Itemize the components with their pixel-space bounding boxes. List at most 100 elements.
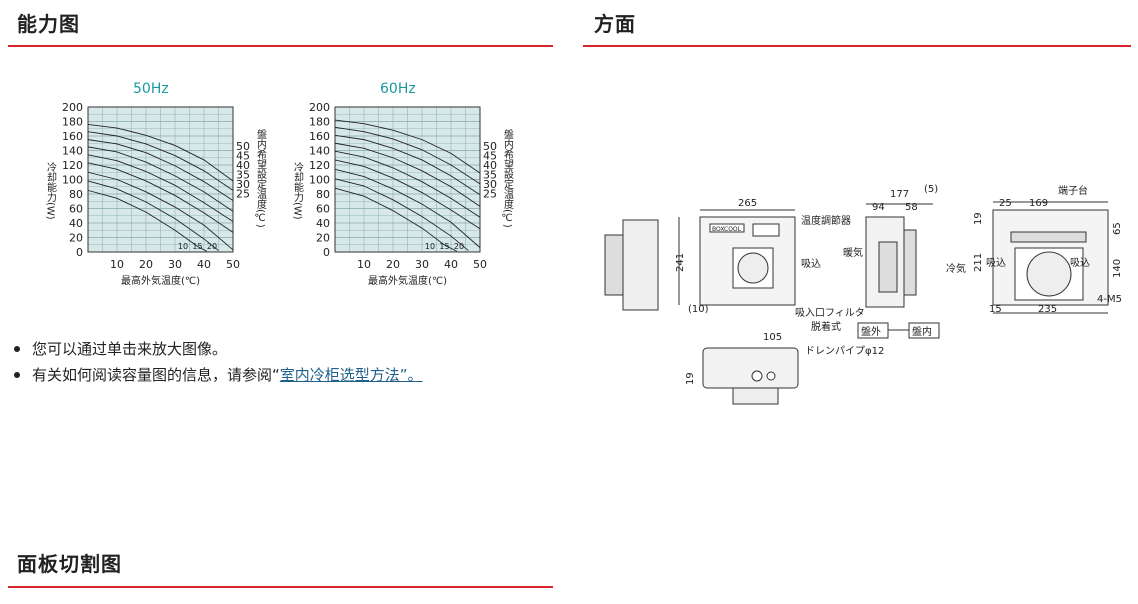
list-item: 您可以通过单击来放大图像。 bbox=[12, 336, 423, 362]
dim-58: 58 bbox=[905, 202, 918, 213]
y-tick-label: 80 bbox=[316, 188, 330, 201]
series-line-35 bbox=[87, 146, 234, 212]
dim-width-265: 265 bbox=[738, 198, 757, 209]
label-filter: 吸入口フィルタ bbox=[795, 307, 865, 319]
series-line-10 bbox=[334, 187, 458, 252]
right-axis-label: 盤内希望設定温度(℃) bbox=[254, 128, 266, 228]
series-line-40 bbox=[87, 139, 234, 201]
section-title-panel-cutout: 面板切割图 bbox=[17, 552, 122, 576]
label-intake: 吸込 bbox=[801, 258, 821, 270]
y-axis-label: 冷却能力(W) bbox=[292, 161, 304, 220]
series-line-10 bbox=[87, 189, 208, 252]
curve-label: 10 bbox=[178, 242, 188, 251]
right-tick-label: 50 bbox=[483, 140, 497, 153]
guide-prefix: 有关如何阅读容量图的信息，请参阅“ bbox=[32, 366, 280, 384]
y-tick-label: 180 bbox=[62, 116, 83, 129]
y-tick-label: 200 bbox=[309, 101, 330, 114]
label-cold-air: 冷気 bbox=[946, 262, 966, 275]
series-line-30 bbox=[334, 150, 481, 218]
dim-65: 65 bbox=[1112, 222, 1123, 235]
y-tick-label: 40 bbox=[69, 217, 83, 230]
y-tick-label: 120 bbox=[62, 159, 83, 172]
x-tick-label: 30 bbox=[415, 258, 429, 271]
curve-label: 15 bbox=[439, 242, 449, 251]
dim-140: 140 bbox=[1112, 259, 1123, 278]
drain-pipe bbox=[751, 370, 763, 382]
right-tick-label: 35 bbox=[483, 168, 497, 181]
y-tick-label: 20 bbox=[69, 232, 83, 245]
dim-19-bottom: 19 bbox=[685, 372, 696, 385]
section-divider bbox=[583, 45, 1131, 47]
selection-guide-link[interactable]: 室内冷柜选型方法”。 bbox=[279, 366, 423, 384]
dim-15: 15 bbox=[989, 304, 1002, 315]
right-tick-label: 30 bbox=[483, 178, 497, 191]
y-tick-label: 120 bbox=[309, 159, 330, 172]
right-tick-label: 25 bbox=[483, 187, 497, 200]
right-tick-label: 40 bbox=[236, 159, 250, 172]
y-tick-label: 0 bbox=[323, 246, 330, 259]
plot-frame bbox=[334, 106, 481, 253]
right-tick-label: 25 bbox=[236, 187, 250, 200]
dim-25: 25 bbox=[999, 198, 1012, 209]
x-tick-label: 50 bbox=[226, 258, 240, 271]
label-intake-rear-left: 吸込 bbox=[986, 257, 1006, 269]
label-warm-air: 暖気 bbox=[843, 246, 863, 259]
x-tick-label: 50 bbox=[473, 258, 487, 271]
section-title-capacity: 能力图 bbox=[17, 12, 80, 36]
label-drain: ドレンパイプφ12 bbox=[805, 345, 884, 357]
x-tick-label: 10 bbox=[357, 258, 371, 271]
dim-10: (10) bbox=[688, 304, 709, 315]
chart-title: 60Hz bbox=[380, 81, 416, 97]
x-tick-label: 10 bbox=[110, 258, 124, 271]
y-tick-label: 60 bbox=[316, 203, 330, 216]
info-list: 您可以通过单击来放大图像。 有关如何阅读容量图的信息，请参阅“室内冷柜选型方法”… bbox=[12, 336, 423, 388]
x-tick-label: 40 bbox=[197, 258, 211, 271]
brand-label: BOXCOOL bbox=[712, 226, 742, 233]
y-tick-label: 160 bbox=[62, 130, 83, 143]
dim-211: 211 bbox=[973, 253, 984, 272]
label-inside: 盤内 bbox=[912, 325, 932, 338]
x-tick-label: 20 bbox=[139, 258, 153, 271]
dim-5: (5) bbox=[924, 184, 938, 195]
fan-icon bbox=[737, 252, 769, 284]
x-tick-label: 40 bbox=[444, 258, 458, 271]
section-divider bbox=[8, 586, 553, 588]
series-line-15 bbox=[334, 178, 469, 251]
x-tick-label: 20 bbox=[386, 258, 400, 271]
series-line-30 bbox=[87, 154, 234, 222]
section-divider bbox=[8, 45, 553, 47]
bottom-view-body bbox=[702, 347, 799, 389]
dim-169: 169 bbox=[1029, 198, 1048, 209]
series-line-50 bbox=[87, 123, 234, 182]
side-view-body bbox=[622, 219, 659, 311]
side-view-fins bbox=[604, 234, 624, 296]
series-line-45 bbox=[334, 126, 481, 185]
brand-plate bbox=[709, 223, 745, 233]
series-line-45 bbox=[87, 131, 234, 191]
x-axis-label: 最高外気温度(℃) bbox=[368, 274, 447, 287]
y-tick-label: 140 bbox=[62, 145, 83, 158]
series-line-25 bbox=[334, 159, 481, 230]
y-tick-label: 100 bbox=[62, 174, 83, 187]
dim-177: 177 bbox=[890, 189, 909, 200]
dimension-drawing[interactable]: 265 241 (10) 温度調節器 BOXCOOL 吸込 177 (5) 94… bbox=[583, 180, 1133, 420]
dim-height-241: 241 bbox=[675, 253, 686, 272]
series-line-40 bbox=[334, 134, 481, 196]
bottom-flange bbox=[732, 387, 779, 405]
chart-title: 50Hz bbox=[133, 81, 169, 97]
curve-label: 15 bbox=[192, 242, 202, 251]
dim-105: 105 bbox=[763, 332, 782, 343]
curve-label: 20 bbox=[207, 242, 217, 251]
label-terminal: 端子台 bbox=[1058, 184, 1088, 197]
series-line-50 bbox=[334, 119, 481, 174]
y-axis-label: 冷却能力(W) bbox=[45, 161, 57, 220]
label-temp-controller: 温度調節器 bbox=[801, 214, 851, 227]
right-tick-label: 45 bbox=[483, 150, 497, 163]
terminal-block bbox=[1010, 231, 1087, 243]
right-tick-label: 40 bbox=[483, 159, 497, 172]
y-tick-label: 40 bbox=[316, 217, 330, 230]
y-tick-label: 180 bbox=[309, 116, 330, 129]
y-tick-label: 100 bbox=[309, 174, 330, 187]
series-line-15 bbox=[87, 180, 219, 251]
